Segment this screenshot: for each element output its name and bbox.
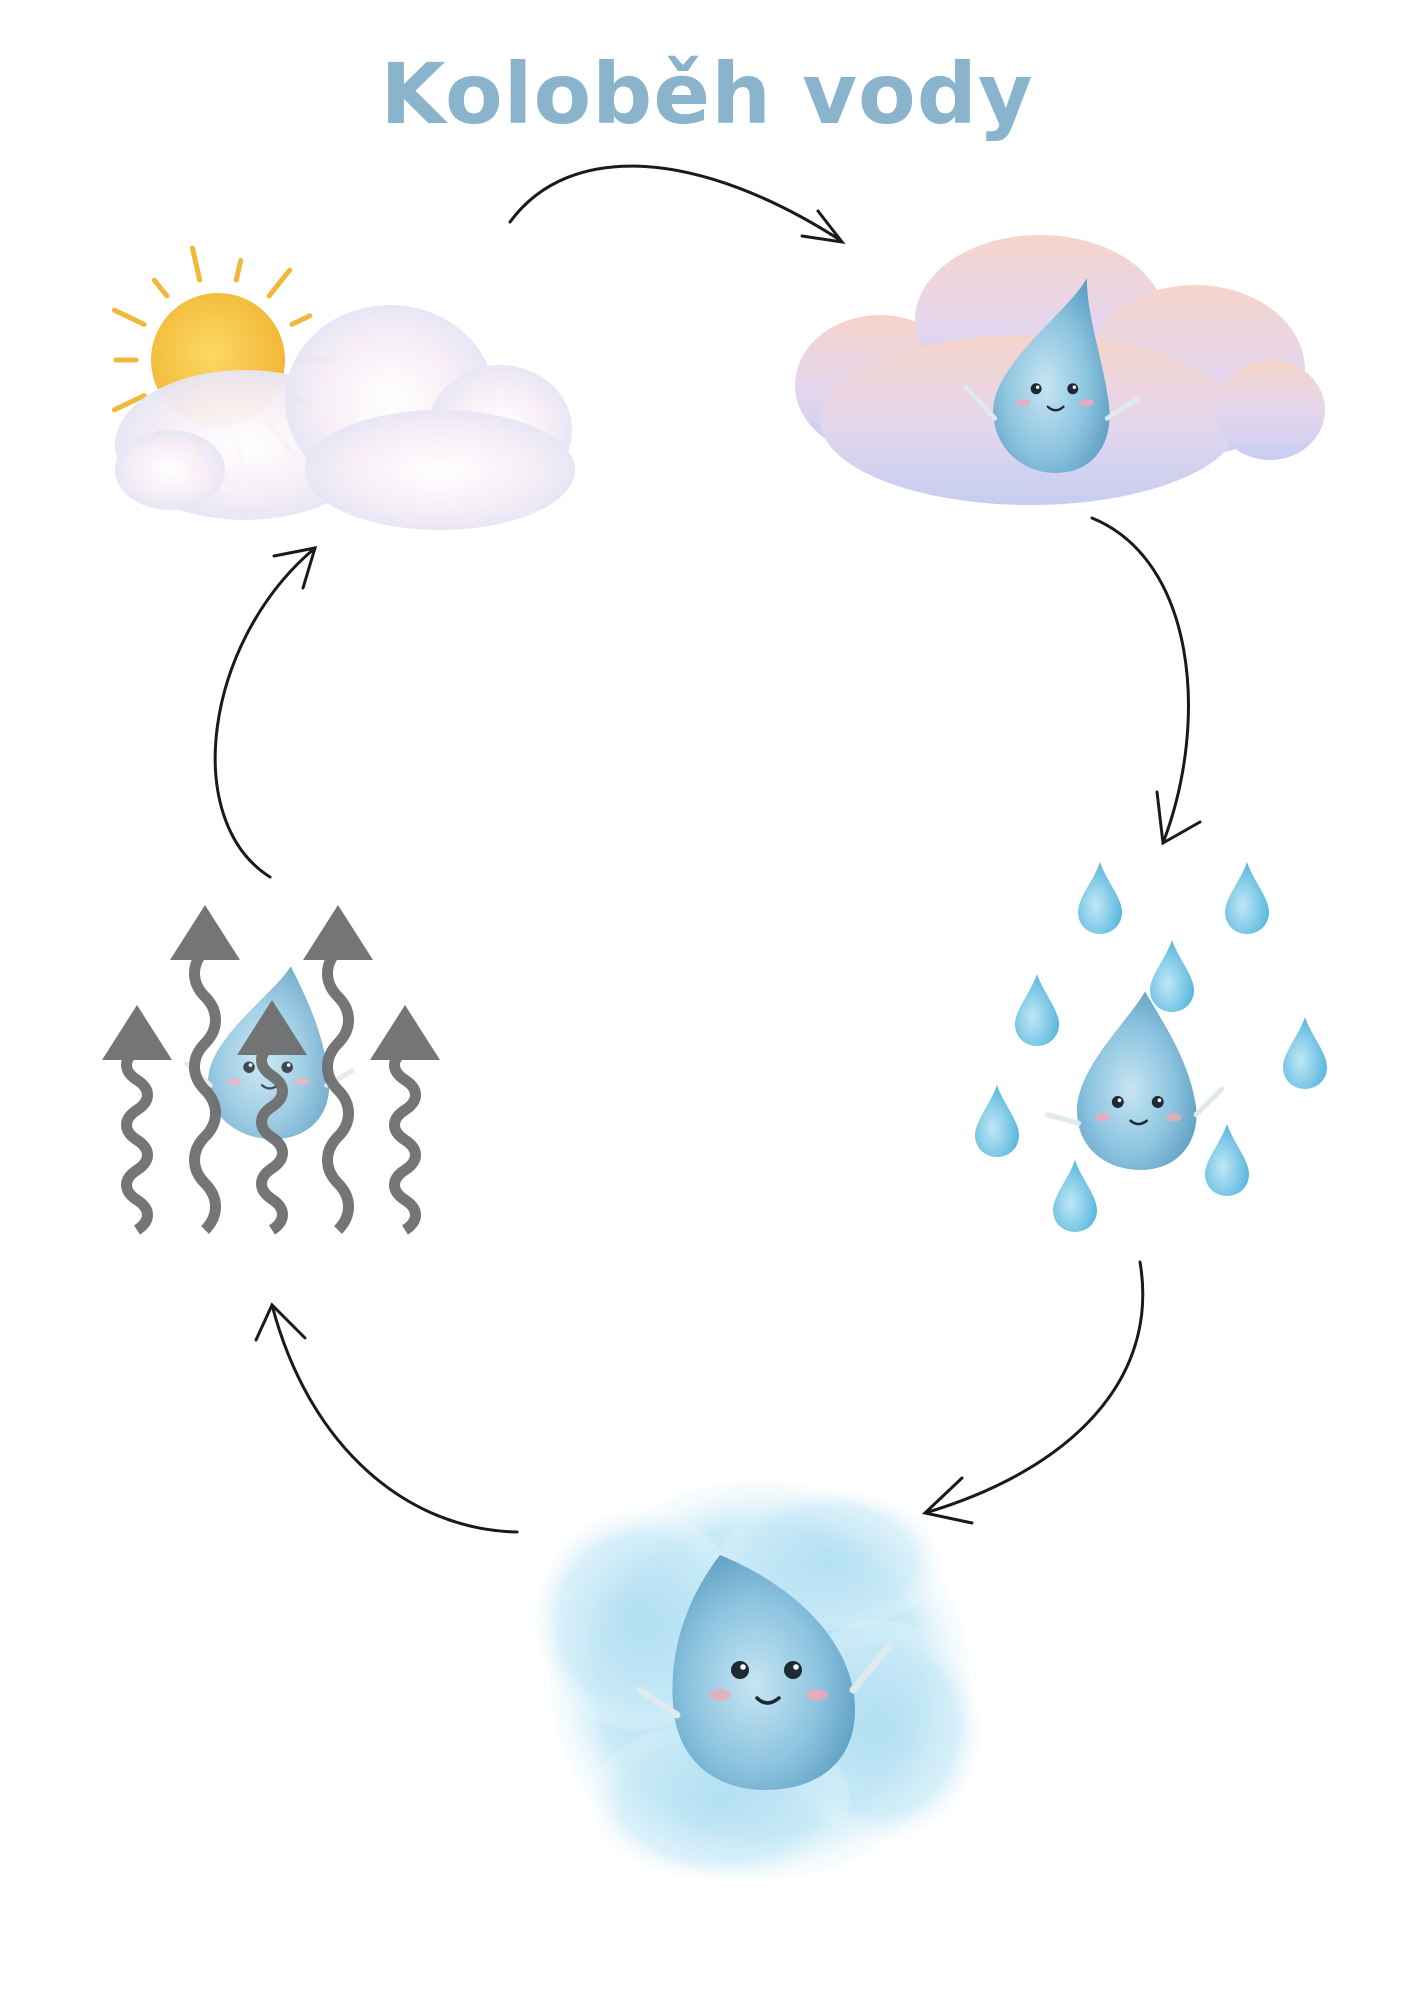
sun-ray bbox=[266, 267, 293, 299]
sun-ray bbox=[289, 313, 313, 327]
puddle-drop-character bbox=[636, 1555, 894, 1790]
arrow-top bbox=[508, 164, 846, 245]
sun-ray bbox=[233, 258, 244, 283]
evaporation-arrow bbox=[102, 1005, 172, 1235]
water-drop-character bbox=[963, 278, 1140, 473]
sun-ray bbox=[111, 307, 147, 327]
sun-ray bbox=[111, 393, 147, 413]
rain-drop-character bbox=[1044, 991, 1225, 1170]
page-title: Koloběh vody bbox=[380, 45, 1034, 143]
arrow-right-upper bbox=[1090, 516, 1202, 846]
rain-drop bbox=[975, 1085, 1019, 1157]
evaporation-arrow bbox=[170, 905, 240, 1234]
evaporation-arrow bbox=[303, 905, 373, 1234]
rain-drop bbox=[1225, 862, 1269, 934]
rain-drop bbox=[1053, 1160, 1097, 1232]
sun-ray bbox=[189, 245, 203, 283]
rain-drop bbox=[1205, 1124, 1249, 1196]
rain-drop bbox=[1150, 940, 1194, 1012]
cloud-with-drop-icon bbox=[795, 235, 1325, 505]
evaporation-arrow bbox=[237, 1000, 307, 1235]
sun-behind-cloud-icon bbox=[111, 245, 575, 530]
cloud-left-icon bbox=[115, 305, 575, 530]
rain-drop bbox=[1283, 1017, 1327, 1089]
water-puddle-icon bbox=[535, 1480, 980, 1880]
arrow-left bbox=[213, 546, 318, 879]
arrow-bottom-left bbox=[254, 1302, 519, 1534]
cycle-arrows bbox=[213, 164, 1202, 1534]
evaporation-arrow bbox=[370, 1005, 440, 1235]
rain-drop bbox=[1015, 974, 1059, 1046]
sun-ray bbox=[151, 277, 170, 299]
evaporation-arrows-icon bbox=[102, 905, 440, 1235]
arrow-right-lower bbox=[921, 1260, 1145, 1525]
rain-drop bbox=[1078, 862, 1122, 934]
rain-drops-icon bbox=[975, 862, 1327, 1232]
